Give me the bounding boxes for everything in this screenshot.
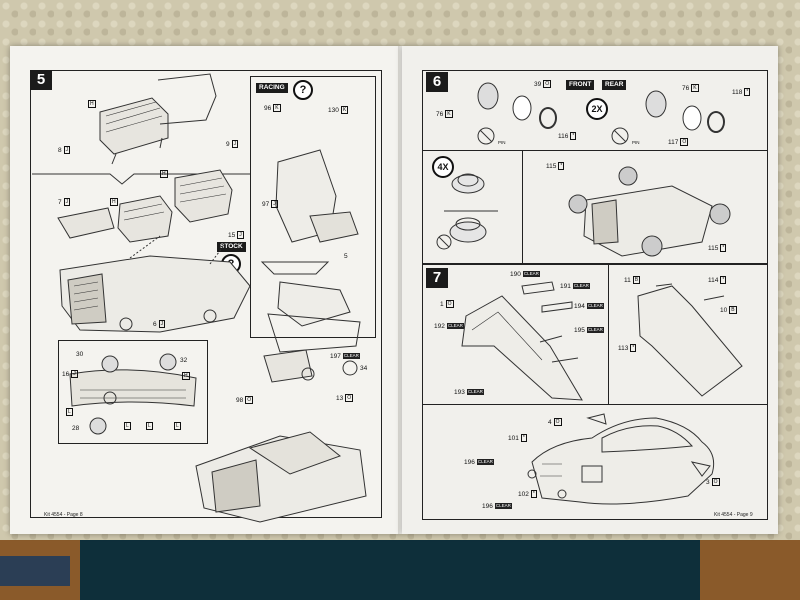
racing-label: RACING [256, 83, 288, 93]
step7-divider [422, 404, 768, 405]
part-label: L [174, 422, 181, 431]
part-label: 118* [732, 88, 751, 97]
floor-rug [0, 556, 70, 586]
part-label: H [182, 372, 190, 381]
rear-label: REAR [602, 80, 627, 90]
step5-frame [30, 70, 382, 518]
part-label: 115* [546, 162, 565, 171]
part-label: 34 [360, 365, 368, 372]
part-label: 30 [76, 351, 84, 358]
part-label: 116* [558, 132, 577, 141]
part-label: L [66, 408, 73, 417]
pin-label: PIN [498, 140, 506, 145]
part-label: 113* [618, 344, 637, 353]
step6-frame [422, 70, 768, 264]
part-label: 114* [708, 276, 727, 285]
step5-illustration [32, 73, 367, 523]
step7-vdivider [608, 264, 609, 404]
part-label: 115* [708, 244, 727, 253]
part-label: L [124, 422, 131, 431]
part-label: H [110, 198, 118, 207]
cutting-mat [80, 540, 700, 600]
step-number-7: 7 [426, 268, 448, 288]
multiplier-4x-badge: 4X [432, 156, 454, 178]
step6-divider [422, 150, 768, 151]
step7-frame [422, 264, 768, 520]
part-label: H [160, 170, 168, 179]
page-footer: Kit 4554 - Page 8 [44, 512, 83, 518]
step6-7-illustration [436, 82, 743, 505]
front-label: FRONT [566, 80, 595, 90]
part-label: 101* [508, 434, 527, 443]
step6-vdivider [522, 150, 523, 264]
instruction-page-right: 6 FRONT REAR 2X 4X 7 [402, 46, 778, 534]
part-label: 102* [518, 490, 537, 499]
part-label: H [88, 100, 96, 109]
multiplier-2x-badge: 2X [586, 98, 608, 120]
step-number-6: 6 [426, 72, 448, 92]
step-number-5: 5 [30, 70, 52, 90]
part-label: 28 [72, 425, 80, 432]
page-footer: Kit 4554 - Page 9 [714, 512, 753, 518]
dash-frame [58, 340, 208, 444]
part-label: 5 [344, 253, 348, 260]
question-icon: ? [293, 80, 313, 100]
part-label: L [146, 422, 153, 431]
part-label: 32 [180, 357, 188, 364]
stock-label: STOCK [217, 242, 246, 252]
pin-label: PIN [632, 140, 640, 145]
racing-frame [250, 76, 376, 338]
instruction-page-left: 5 RACING ? STOCK ? [10, 46, 402, 534]
